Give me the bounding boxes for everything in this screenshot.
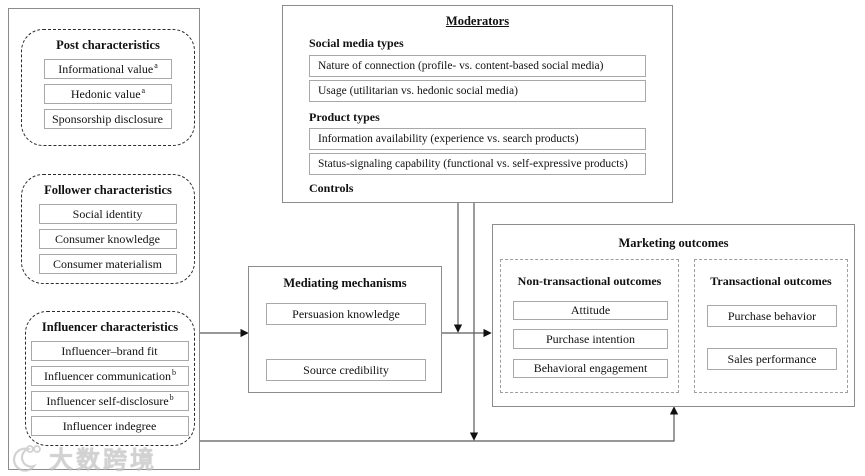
non-transactional-title: Non-transactional outcomes <box>517 274 662 288</box>
construct-label: Consumer knowledge <box>55 232 160 246</box>
moderators-subheading: Social media types <box>309 36 404 50</box>
construct-box: Behavioral engagement <box>513 359 668 378</box>
follower-characteristics-section: Follower characteristics Social identity… <box>21 174 195 284</box>
outcomes-title: Marketing outcomes <box>618 236 729 250</box>
construct-label: Influencer–brand fit <box>61 344 158 358</box>
arrow-direct-path-antecedents-to-outcomes <box>200 406 679 442</box>
construct-box: Attitude <box>513 301 668 320</box>
construct-label: Consumer materialism <box>53 257 162 271</box>
construct-box: Social identity <box>39 204 177 224</box>
construct-box: Influencer–brand fit <box>31 341 189 361</box>
construct-box: Consumer knowledge <box>39 229 177 249</box>
moderators-panel: Moderators Social media types Nature of … <box>282 5 673 203</box>
construct-box: Persuasion knowledge <box>266 303 426 325</box>
construct-box: Sponsorship disclosure <box>44 109 172 129</box>
construct-box: Source credibility <box>266 359 426 381</box>
watermark: 大数跨境 <box>4 440 157 475</box>
mediating-title: Mediating mechanisms <box>283 276 407 290</box>
section-title: Follower characteristics <box>44 183 172 197</box>
construct-note: a <box>141 86 146 95</box>
construct-box: Purchase behavior <box>707 305 837 327</box>
section-title: Influencer characteristics <box>41 320 179 334</box>
construct-box: Sales performance <box>707 348 837 370</box>
section-title: Post characteristics <box>56 38 160 52</box>
construct-label: Influencer self-disclosure <box>46 394 169 408</box>
construct-label: Informational value <box>58 62 154 76</box>
post-characteristics-section: Post characteristics Informational value… <box>21 29 195 146</box>
moderators-title: Moderators <box>445 14 510 28</box>
watermark-logo-icon <box>13 444 41 472</box>
influencer-characteristics-section: Influencer characteristics Influencer–br… <box>25 311 195 446</box>
non-transactional-outcomes-section: Non-transactional outcomes Attitude Purc… <box>500 259 679 393</box>
construct-label: Sponsorship disclosure <box>52 112 163 126</box>
construct-label: Hedonic value <box>70 87 141 101</box>
construct-box: Influencer indegree <box>31 416 189 436</box>
antecedents-panel: Post characteristics Informational value… <box>8 8 200 470</box>
moderator-box: Information availability (experience vs.… <box>309 128 646 150</box>
transactional-title: Transactional outcomes <box>710 274 832 288</box>
moderators-subheading: Product types <box>309 110 380 124</box>
construct-label: Social identity <box>72 207 143 221</box>
moderator-box: Status-signaling capability (functional … <box>309 153 646 175</box>
moderator-box: Nature of connection (profile- vs. conte… <box>309 55 646 77</box>
construct-label: Influencer communication <box>44 369 171 383</box>
construct-note: b <box>171 368 176 377</box>
marketing-outcomes-panel: Marketing outcomes Non-transactional out… <box>492 224 855 407</box>
moderators-subheading: Controls <box>309 181 354 195</box>
transactional-outcomes-section: Transactional outcomes Purchase behavior… <box>694 259 848 393</box>
construct-note: a <box>154 61 158 70</box>
watermark-brand-text: 大数跨境 <box>49 447 157 474</box>
moderator-box: Usage (utilitarian vs. hedonic social me… <box>309 80 646 102</box>
construct-box: Purchase intention <box>513 329 668 349</box>
construct-note: b <box>169 393 174 402</box>
construct-box: Consumer materialism <box>39 254 177 274</box>
mediating-mechanisms-panel: Mediating mechanisms Persuasion knowledg… <box>248 266 442 393</box>
construct-label: Influencer indegree <box>62 419 157 433</box>
